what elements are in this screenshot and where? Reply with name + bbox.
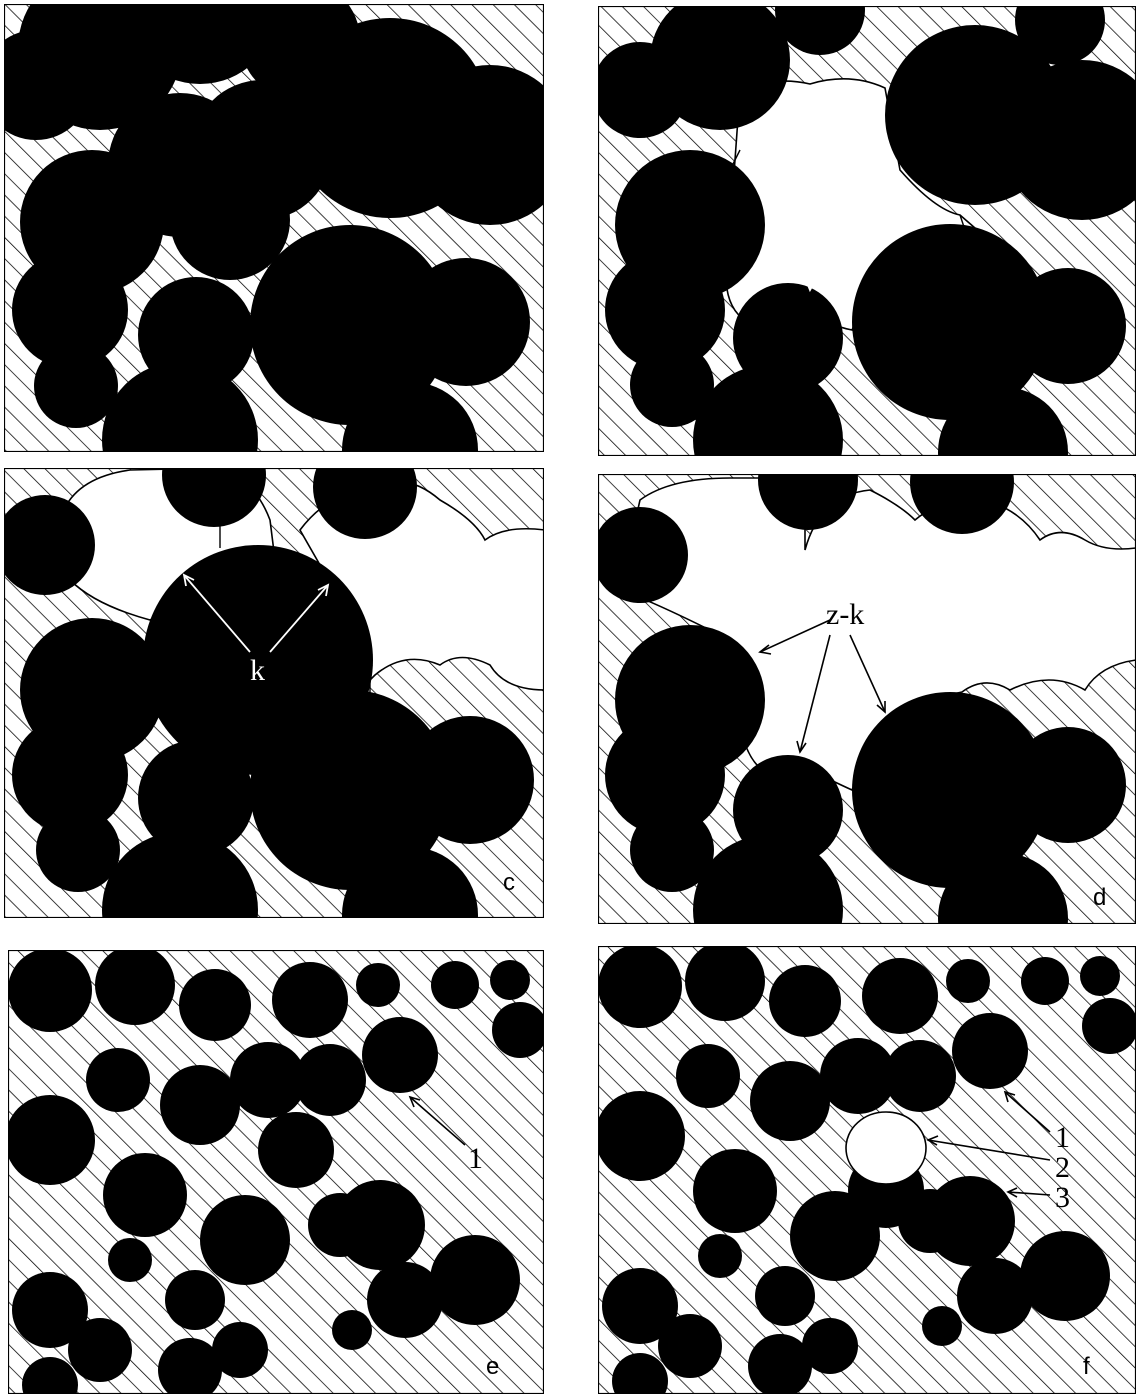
pore-circle [846, 1112, 926, 1184]
panel-b: z [592, 0, 1138, 517]
panel-letter-f: f [1083, 1353, 1090, 1380]
label-1: 1 [1055, 1121, 1070, 1154]
panel-c: k c [0, 423, 545, 988]
label-z-k: z-k [826, 598, 864, 631]
panel-e: 1 e [5, 945, 548, 1398]
panel-letter-c: c [503, 869, 515, 896]
panel-letter-e: e [486, 1353, 499, 1380]
label-2: 2 [1055, 1151, 1070, 1184]
label-k: k [250, 654, 265, 687]
panel-d: z-k d [592, 430, 1136, 985]
panel-a [0, 0, 570, 518]
label-1: 1 [468, 1142, 483, 1175]
label-z: z [825, 184, 838, 217]
panel-letter-d: d [1093, 884, 1106, 911]
panel-f: 1 2 3 f [595, 941, 1138, 1398]
label-3: 3 [1055, 1181, 1070, 1214]
